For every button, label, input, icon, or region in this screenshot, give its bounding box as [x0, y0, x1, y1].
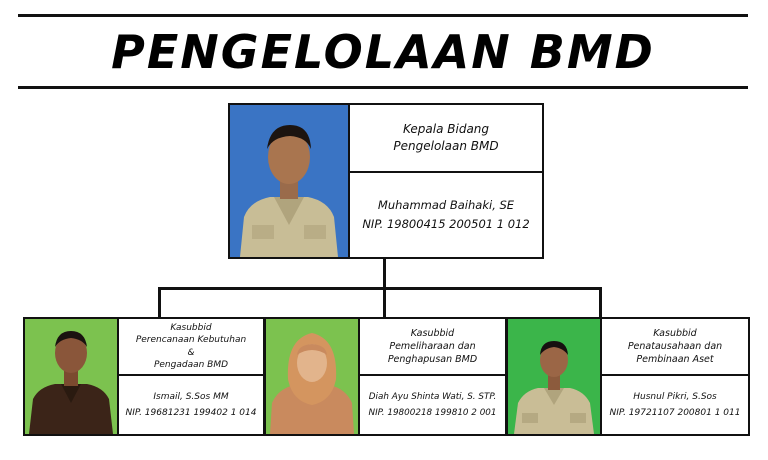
sub-role-1: Kasubbid Perencanaan Kebutuhan & Pengada… — [119, 319, 263, 374]
head-name: Muhammad Baihaki, SE — [377, 198, 515, 212]
bottom-rule — [18, 86, 748, 89]
sub-role-2: Kasubbid Pemeliharaan dan Penghapusan BM… — [360, 319, 505, 374]
head-card: Kepala Bidang Pengelolaan BMD Muhammad B… — [228, 103, 544, 259]
sub-card-3: Kasubbid Penatausahaan dan Pembinaan Ase… — [506, 317, 750, 436]
sub-role-1-line3: & — [187, 347, 195, 358]
sub-name-2: Diah Ayu Shinta Wati, S. STP. — [368, 392, 497, 402]
sub-role-3: Kasubbid Penatausahaan dan Pembinaan Ase… — [602, 319, 748, 374]
top-rule — [18, 14, 748, 17]
sub-role-3-line3: Pembinaan Aset — [636, 354, 714, 365]
head-photo — [230, 105, 348, 257]
person-photo-icon — [25, 319, 117, 434]
head-info: Kepala Bidang Pengelolaan BMD Muhammad B… — [348, 105, 542, 257]
person-photo-icon — [266, 319, 358, 434]
sub-role-3-line1: Kasubbid — [653, 328, 697, 339]
sub-person-1: Ismail, S.Sos MM NIP. 19681231 199402 1 … — [119, 374, 263, 434]
connector-drop-right — [599, 287, 602, 318]
connector-drop-left — [158, 287, 161, 318]
sub-role-3-line2: Penatausahaan dan — [627, 341, 723, 352]
sub-photo-3 — [508, 319, 600, 434]
sub-card-1: Kasubbid Perencanaan Kebutuhan & Pengada… — [23, 317, 265, 436]
sub-role-2-line3: Penghapusan BMD — [387, 354, 478, 365]
sub-person-2: Diah Ayu Shinta Wati, S. STP. NIP. 19800… — [360, 374, 505, 434]
sub-photo-2 — [266, 319, 358, 434]
person-photo-icon — [508, 319, 600, 434]
connector-vertical-main — [383, 257, 386, 289]
sub-role-1-line4: Pengadaan BMD — [153, 360, 229, 370]
sub-info-3: Kasubbid Penatausahaan dan Pembinaan Ase… — [600, 319, 748, 434]
sub-name-3: Husnul Pikri, S.Sos — [633, 392, 717, 402]
sub-info-2: Kasubbid Pemeliharaan dan Penghapusan BM… — [358, 319, 505, 434]
head-role-line1: Kepala Bidang — [402, 122, 490, 136]
sub-role-2-line2: Pemeliharaan dan — [389, 341, 476, 352]
sub-role-1-line2: Perencanaan Kebutuhan — [135, 335, 247, 345]
sub-card-2: Kasubbid Pemeliharaan dan Penghapusan BM… — [264, 317, 507, 436]
sub-role-2-line1: Kasubbid — [410, 328, 455, 339]
sub-role-1-line1: Kasubbid — [170, 322, 212, 333]
sub-name-1: Ismail, S.Sos MM — [153, 392, 229, 402]
sub-nip-1: NIP. 19681231 199402 1 014 — [125, 408, 257, 418]
sub-info-1: Kasubbid Perencanaan Kebutuhan & Pengada… — [117, 319, 263, 434]
connector-horizontal — [158, 287, 602, 290]
head-person: Muhammad Baihaki, SE NIP. 19800415 20050… — [350, 171, 542, 257]
connector-drop-center — [383, 287, 386, 318]
head-nip: NIP. 19800415 200501 1 012 — [362, 217, 530, 231]
sub-nip-3: NIP. 19721107 200801 1 011 — [609, 408, 741, 418]
page-title: PENGELOLAAN BMD — [111, 25, 655, 79]
sub-photo-1 — [25, 319, 117, 434]
sub-nip-2: NIP. 19800218 199810 2 001 — [368, 408, 497, 418]
person-photo-icon — [230, 105, 348, 257]
head-role: Kepala Bidang Pengelolaan BMD — [350, 105, 542, 171]
head-role-line2: Pengelolaan BMD — [393, 139, 499, 153]
sub-person-3: Husnul Pikri, S.Sos NIP. 19721107 200801… — [602, 374, 748, 434]
